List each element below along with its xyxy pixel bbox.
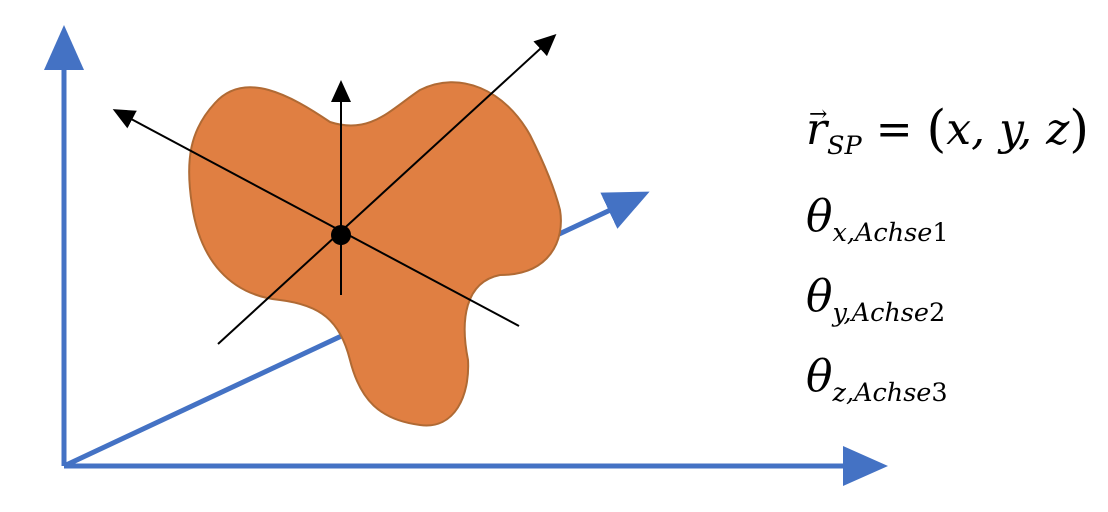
body-axis-2: [112, 109, 520, 327]
open-paren: (: [926, 99, 947, 159]
theta-y-subscript: y,Achse2: [832, 297, 946, 328]
theta-x-subscript: x,Achse1: [832, 217, 949, 248]
body-axis-1: [217, 33, 557, 345]
center-of-mass-vector-formula: →rSP = (x, y, z): [806, 102, 1089, 158]
theta-z-formula: θz,Achse3: [806, 351, 948, 408]
coordinates: x, y, z: [946, 104, 1070, 155]
center-of-mass-point: [331, 225, 351, 245]
equals-sign: =: [861, 104, 927, 155]
theta-x-formula: θx,Achse1: [806, 191, 949, 248]
vector-subscript: SP: [827, 130, 862, 161]
vector-r: →r: [806, 102, 828, 155]
theta-y-formula: θy,Achse2: [806, 271, 946, 328]
close-paren: ): [1069, 99, 1090, 159]
theta-z-subscript: z,Achse3: [832, 377, 948, 408]
rigid-body-shape: [188, 81, 562, 427]
vector-arrow-icon: →: [809, 102, 828, 127]
